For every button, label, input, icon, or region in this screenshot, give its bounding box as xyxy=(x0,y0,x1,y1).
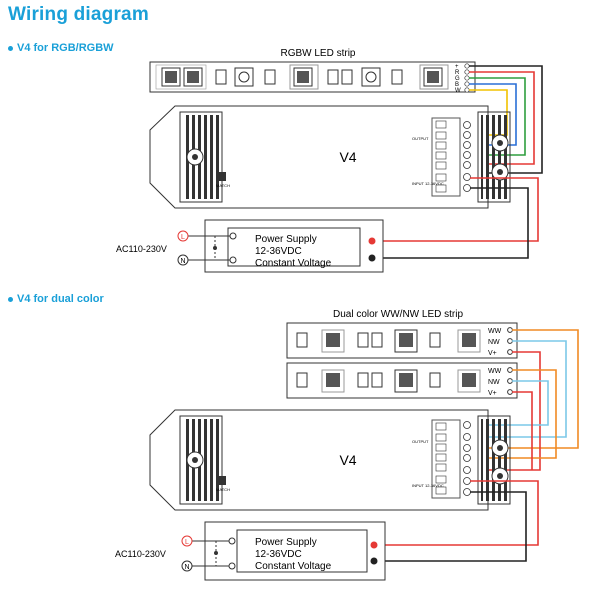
section-dual-diagram: Dual color WW/NW LED strip WW NW V+ xyxy=(115,309,579,581)
page-title: Wiring diagram xyxy=(8,4,149,25)
dual-ac-input: L N AC110-230V xyxy=(115,535,229,572)
dual-strip1-pin-ww: WW xyxy=(488,328,502,335)
section-dual-heading-text: V4 for dual color xyxy=(17,293,104,305)
dual-ps-line1: Power Supply xyxy=(255,537,317,548)
section-rgb-heading-text: V4 for RGB/RGBW xyxy=(17,42,114,54)
dual-strip2-pin-vplus: V+ xyxy=(488,390,497,397)
dual-output-label: OUTPUT xyxy=(412,439,429,444)
bullet-icon xyxy=(8,296,13,302)
dual-led-strip-1: WW NW V+ xyxy=(286,322,518,359)
section-dual-heading: V4 for dual color xyxy=(8,293,104,305)
rgbw-controller-label: V4 xyxy=(339,149,356,165)
rgbw-led-strip: + R G B W xyxy=(149,61,476,94)
rgbw-ac-label: AC110-230V xyxy=(116,244,167,254)
dual-output-wires xyxy=(470,329,579,471)
rgbw-output-label: OUTPUT xyxy=(412,136,429,141)
rgbw-ps-line2: 12-36VDC xyxy=(255,246,302,257)
bullet-icon xyxy=(8,45,13,51)
strip-pin-plus: + xyxy=(455,64,459,70)
rgbw-neutral-label: N xyxy=(180,258,185,265)
dual-strip1-pin-vplus: V+ xyxy=(488,350,497,357)
strip-pin-g: G xyxy=(455,76,460,82)
dual-live-label: L xyxy=(185,539,189,546)
dual-strip1-pin-nw: NW xyxy=(488,339,500,346)
dual-power-supply: Power Supply 12-36VDC Constant Voltage xyxy=(204,521,386,581)
strip-pin-r: R xyxy=(455,70,460,76)
dual-led-strip-2: WW NW V+ xyxy=(286,362,518,399)
dual-controller: MATCH V4 OUTPUT INPUT 12-36VDC xyxy=(149,409,511,511)
rgbw-power-supply: Power Supply 12-36VDC Constant Voltage xyxy=(204,219,384,273)
dual-match-label: MATCH xyxy=(216,487,230,492)
rgbw-ac-input: L N AC110-230V xyxy=(116,230,230,266)
section-rgb-diagram: RGBW LED strip + R xyxy=(116,48,543,273)
dual-ps-line2: 12-36VDC xyxy=(255,549,302,560)
dual-ps-line3: Constant Voltage xyxy=(255,561,332,572)
rgbw-input-label: INPUT 12-36VDC xyxy=(412,181,444,186)
rgbw-live-label: L xyxy=(181,234,185,241)
rgbw-ps-line3: Constant Voltage xyxy=(255,258,332,269)
dual-strip-label: Dual color WW/NW LED strip xyxy=(333,309,463,320)
dual-input-label: INPUT 12-36VDC xyxy=(412,483,444,488)
rgbw-controller: MATCH V4 OUTPUT INPUT 12-36VDC xyxy=(149,105,511,209)
strip-pin-b: B xyxy=(455,82,459,88)
dual-ac-label: AC110-230V xyxy=(115,549,166,559)
dual-input-wires xyxy=(374,480,539,562)
dual-neutral-label: N xyxy=(184,564,189,571)
rgbw-match-label: MATCH xyxy=(216,183,230,188)
dual-controller-label: V4 xyxy=(339,452,356,468)
rgbw-ps-line1: Power Supply xyxy=(255,234,317,245)
rgbw-input-wires xyxy=(372,177,539,259)
section-rgb-heading: V4 for RGB/RGBW xyxy=(8,42,114,54)
dual-strip2-pin-ww: WW xyxy=(488,368,502,375)
strip-pin-w: W xyxy=(455,88,461,94)
dual-strip2-pin-nw: NW xyxy=(488,379,500,386)
rgbw-strip-label: RGBW LED strip xyxy=(280,48,355,59)
